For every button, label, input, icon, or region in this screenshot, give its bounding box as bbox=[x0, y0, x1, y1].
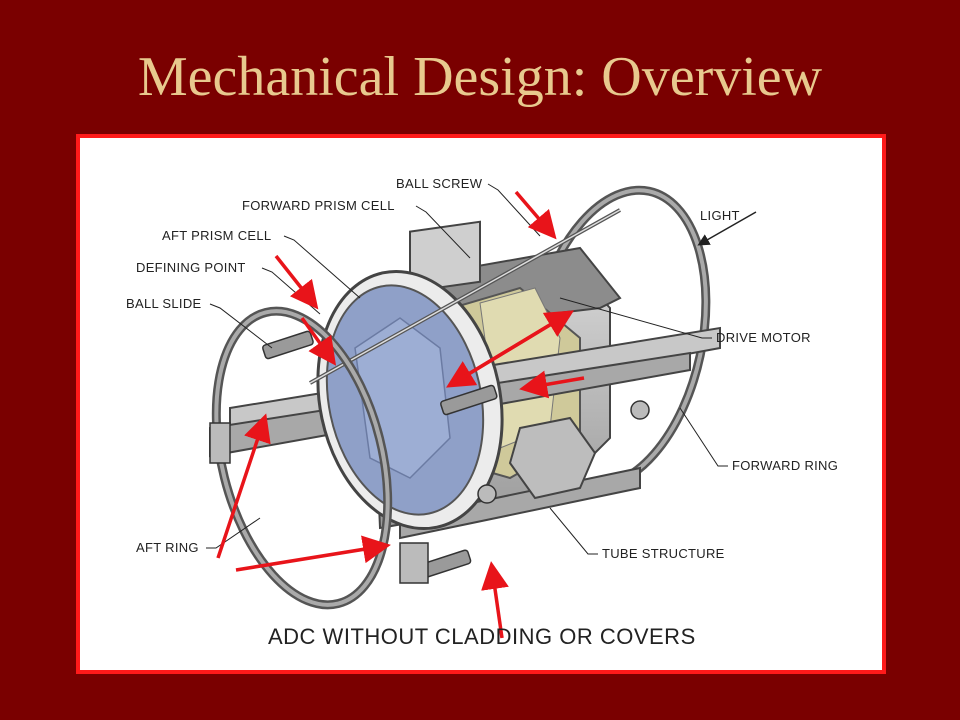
aft-ring-shape bbox=[211, 306, 393, 610]
label-ball-slide: BALL SLIDE bbox=[126, 296, 202, 311]
red-arrow-ball-screw bbox=[514, 190, 557, 240]
light-arrow bbox=[697, 211, 757, 246]
label-light: LIGHT bbox=[700, 208, 740, 223]
figure-frame: BALL SCREW FORWARD PRISM CELL AFT PRISM … bbox=[76, 134, 886, 674]
label-tube-structure: TUBE STRUCTURE bbox=[602, 546, 725, 561]
callout-arrows bbox=[216, 190, 585, 639]
ball-slide-shape bbox=[209, 330, 650, 584]
red-arrow-aft-ring-top bbox=[216, 413, 271, 559]
label-aft-ring: AFT RING bbox=[136, 540, 199, 555]
ball-screw-shape bbox=[309, 208, 621, 385]
slide-title: Mechanical Design: Overview bbox=[137, 46, 823, 108]
leader-lines bbox=[206, 183, 728, 555]
label-ball-screw: BALL SCREW bbox=[396, 176, 483, 191]
red-arrow-aft-cell bbox=[300, 316, 337, 366]
red-arrow-tube-structure bbox=[481, 561, 509, 639]
adc-mechanical-diagram: BALL SCREW FORWARD PRISM CELL AFT PRISM … bbox=[126, 176, 838, 649]
aft-prism-cell-shape bbox=[316, 269, 504, 531]
motor-mount-shape bbox=[508, 416, 597, 500]
label-drive-motor: DRIVE MOTOR bbox=[716, 330, 811, 345]
label-defining-point: DEFINING POINT bbox=[136, 260, 246, 275]
label-forward-ring: FORWARD RING bbox=[732, 458, 838, 473]
label-aft-prism-cell: AFT PRISM CELL bbox=[162, 228, 271, 243]
red-arrow-aft-ring-bottom bbox=[235, 535, 391, 572]
red-arrow-cell-to-prism bbox=[451, 310, 574, 386]
figure-caption: ADC WITHOUT CLADDING OR COVERS bbox=[268, 624, 696, 649]
red-arrow-defining-point bbox=[274, 254, 319, 310]
red-arrow-drive-motor bbox=[519, 370, 585, 399]
label-forward-prism-cell: FORWARD PRISM CELL bbox=[242, 198, 395, 213]
